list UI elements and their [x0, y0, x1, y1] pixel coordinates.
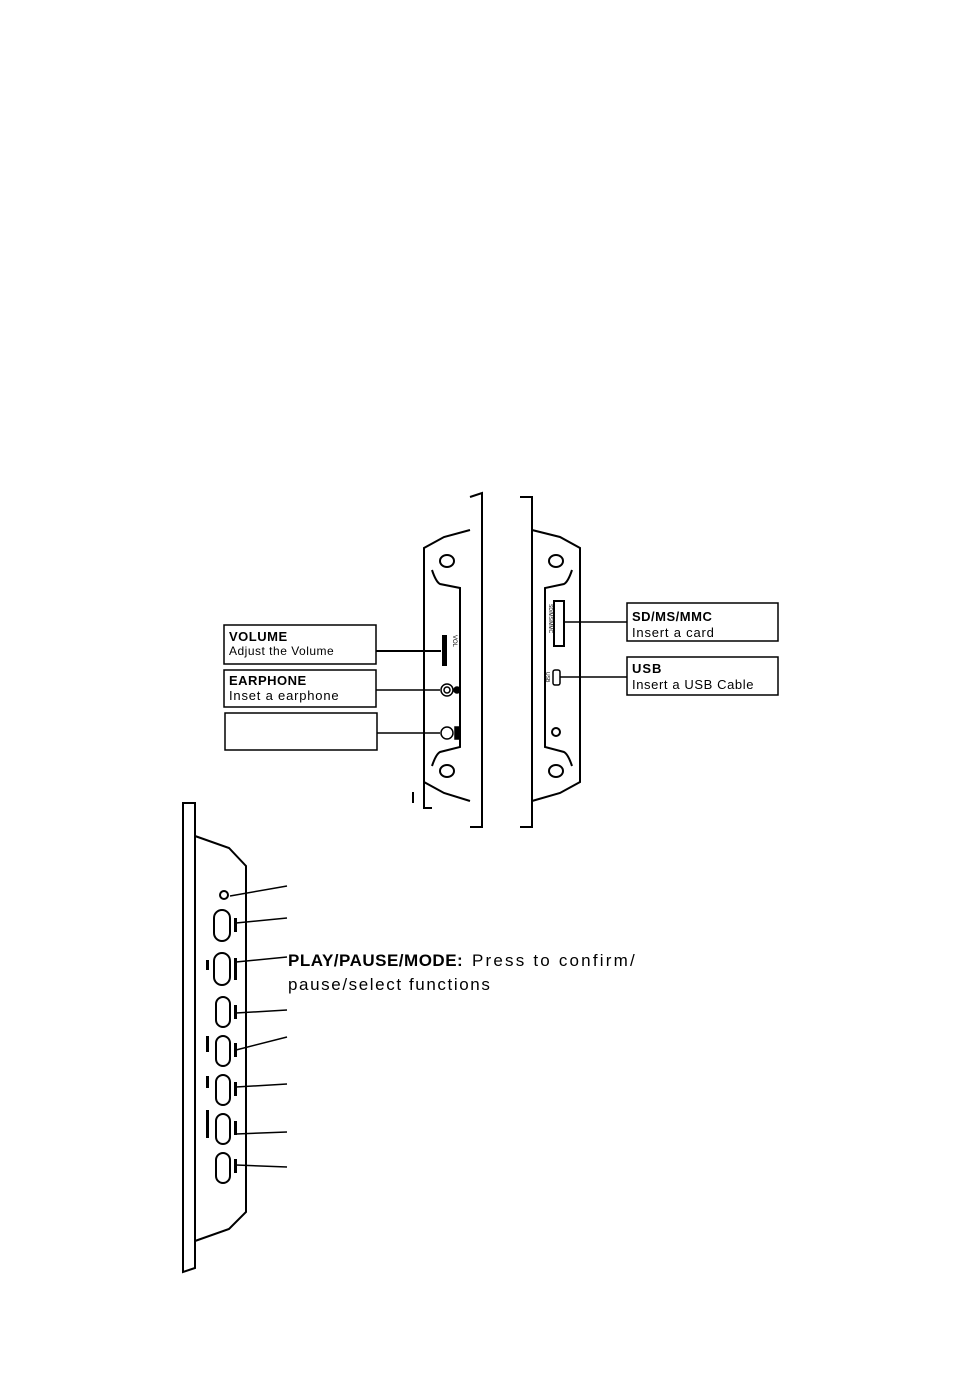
leader-line: [235, 956, 288, 963]
svg-text:VOL: VOL: [451, 635, 457, 648]
screw-hole-icon: [439, 554, 455, 568]
left-button[interactable]: [215, 1113, 231, 1145]
callout-usb-description: Insert a USB Cable: [632, 677, 754, 692]
power-jack-icon: [440, 726, 460, 740]
callout-power: [224, 712, 440, 751]
play-pause-mode-label-line2: pause/select functions: [288, 975, 491, 994]
play-pause-mode-button[interactable]: [213, 952, 231, 986]
card-slot-icon: [553, 600, 565, 647]
screw-hole-icon: [548, 764, 564, 778]
callout-usb-title: USB: [632, 661, 662, 676]
callout-volume: VOLUME Adjust the Volume: [223, 624, 441, 665]
screw-hole-icon: [439, 764, 455, 778]
power-button[interactable]: [213, 909, 231, 942]
leader-line: [235, 1009, 288, 1014]
callout-volume-title: VOLUME: [229, 629, 288, 644]
leader-line: [235, 1131, 288, 1135]
callout-card-slot-title: SD/MS/MMC: [632, 609, 712, 624]
usb-port-icon: [552, 669, 561, 686]
play-pause-mode-label: PLAY/PAUSE/MODE: Press to confirm/: [288, 951, 637, 970]
up-button[interactable]: [215, 1035, 231, 1067]
leader-line: [235, 1164, 288, 1168]
earphone-jack-icon: [440, 683, 461, 697]
svg-text:USB: USB: [544, 672, 550, 683]
button-column: [213, 909, 231, 1184]
callout-earphone-title: EARPHONE: [229, 673, 307, 688]
volume-slider-icon: [442, 635, 447, 666]
down-button[interactable]: [215, 1074, 231, 1106]
leader-line: [235, 1036, 288, 1051]
leader-line: [229, 885, 288, 897]
button-marks: [206, 918, 237, 1173]
top-edge-view: [182, 802, 247, 1274]
leader-line: [235, 1083, 288, 1088]
bottom-leader-lines: [229, 885, 288, 1168]
callout-card-slot-description: Insert a card: [632, 625, 715, 640]
top-view-front-plate: [182, 802, 196, 1274]
left-side-view: [412, 491, 483, 828]
callout-card-slot: SD/MS/MMC Insert a card: [564, 602, 779, 642]
screw-hole-icon: [548, 554, 564, 568]
callout-earphone: EARPHONE Inset a earphone: [223, 669, 440, 708]
right-view-front-plate: [520, 496, 533, 828]
right-button[interactable]: [215, 1152, 231, 1184]
play-pause-mode-label-bold: PLAY/PAUSE/MODE:: [288, 951, 463, 970]
right-side-view: [520, 496, 581, 828]
svg-text:SD/MS/MMC: SD/MS/MMC: [547, 604, 553, 634]
callout-usb: USB Insert a USB Cable: [560, 656, 779, 696]
leader-line: [235, 917, 288, 924]
left-view-front-plate: [469, 491, 483, 828]
callout-volume-description: Adjust the Volume: [229, 644, 334, 658]
play-pause-mode-label-rest: Press to confirm/: [472, 951, 637, 970]
reset-hole-icon: [551, 727, 561, 737]
power-led-icon: [219, 890, 229, 900]
callout-earphone-description: Inset a earphone: [229, 688, 339, 703]
menu-button[interactable]: [215, 996, 231, 1028]
